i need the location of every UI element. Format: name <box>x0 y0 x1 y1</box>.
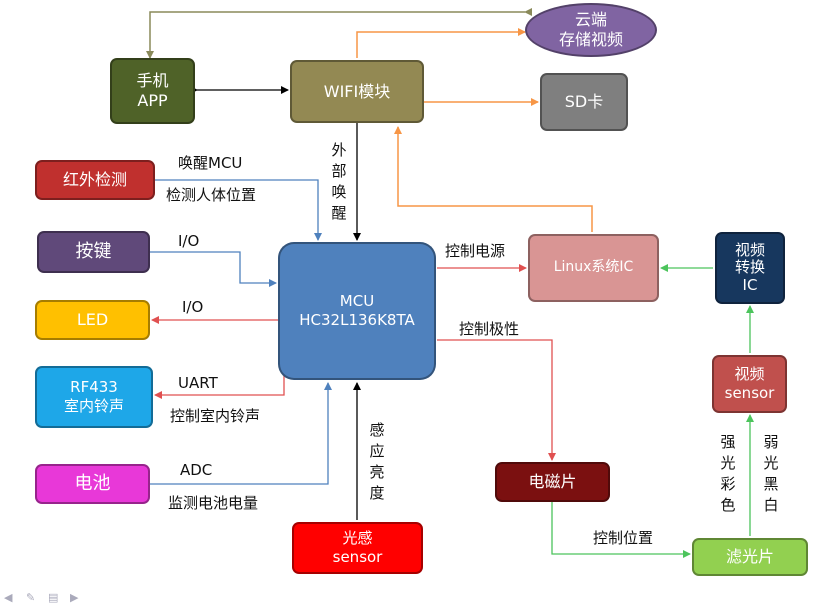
keys-node: 按键 <box>37 231 150 273</box>
strong-light-color-label: 强 光 彩 色 <box>719 432 737 516</box>
label-char: 应 <box>369 442 385 460</box>
external-wake-label: 外 部 唤 醒 <box>330 140 348 224</box>
wire-cloud-to-phone <box>146 8 532 59</box>
wire-keys-mcu <box>150 251 277 287</box>
node-line: MCU <box>339 292 375 311</box>
ctrl-polarity-label: 控制极性 <box>459 320 520 338</box>
label-char: 感 <box>369 421 385 439</box>
node-line: Linux系统IC <box>553 259 634 276</box>
filter-node: 滤光片 <box>692 538 808 576</box>
node-line: 按键 <box>75 240 112 262</box>
node-line: 电磁片 <box>528 472 577 491</box>
label-char: 强 <box>720 433 736 451</box>
wire-mcu-solenoid <box>437 339 556 461</box>
node-line: 转换 <box>734 258 765 277</box>
solenoid-node: 电磁片 <box>495 462 610 502</box>
label-char: 弱 <box>763 433 779 451</box>
label-char: 光 <box>720 454 736 472</box>
linux-ic-node: Linux系统IC <box>528 234 659 302</box>
label-char: 亮 <box>369 463 385 481</box>
sd-card-node: SD卡 <box>540 73 628 131</box>
node-line: WIFI模块 <box>323 81 391 101</box>
node-line: 视频 <box>734 365 765 384</box>
wire-battery-mcu <box>150 382 332 485</box>
wire-wifi-cloud <box>356 28 526 58</box>
ctrl-ringtone-label: 控制室内铃声 <box>170 407 261 425</box>
node-line: HC32L136K8TA <box>299 311 415 329</box>
label-char: 唤 <box>331 183 347 201</box>
node-line: RF433 <box>70 378 118 397</box>
adc-label: ADC <box>180 461 213 479</box>
io-keys-label: I/O <box>178 232 200 250</box>
label-char: 色 <box>720 496 736 514</box>
node-line: IC <box>742 275 758 294</box>
label-char: 彩 <box>720 475 736 493</box>
node-line: LED <box>76 310 109 329</box>
monitor-battery-label: 监测电池电量 <box>168 494 259 512</box>
mcu-node: MCU HC32L136K8TA <box>278 242 436 380</box>
label-char: 白 <box>763 496 779 514</box>
node-line: 存储视频 <box>558 30 623 49</box>
label-char: 光 <box>763 454 779 472</box>
slide-controls: ◀ ✎ ▤ ▶ <box>4 592 84 604</box>
wake-mcu-label: 唤醒MCU <box>178 154 243 172</box>
label-char: 黑 <box>763 475 779 493</box>
weak-light-bw-label: 弱 光 黑 白 <box>762 432 780 516</box>
ctrl-power-label: 控制电源 <box>445 242 506 260</box>
rf433-node: RF433 室内铃声 <box>35 366 153 428</box>
led-node: LED <box>35 300 150 340</box>
arrow-left-icon[interactable]: ◀ <box>4 591 13 604</box>
cloud-storage-node: 云端 存储视频 <box>525 3 657 57</box>
node-line: 云端 <box>574 10 607 29</box>
video-sensor-node: 视频 sensor <box>712 355 787 413</box>
node-line: sensor <box>332 548 383 566</box>
node-line: 光感 <box>342 529 373 548</box>
ctrl-position-label: 控制位置 <box>593 529 654 547</box>
light-sensor-node: 光感 sensor <box>292 522 423 574</box>
pen-icon[interactable]: ✎ <box>26 591 36 604</box>
battery-node: 电池 <box>35 464 150 504</box>
node-line: 室内铃声 <box>63 397 124 415</box>
infrared-detect-node: 红外检测 <box>35 160 155 200</box>
label-char: 部 <box>331 162 347 180</box>
node-line: SD卡 <box>564 92 604 111</box>
wire-mcu-rf433 <box>154 372 285 399</box>
node-line: 滤光片 <box>725 547 774 566</box>
node-line: 手机 <box>136 71 169 90</box>
detect-body-label: 检测人体位置 <box>166 186 257 204</box>
video-convert-ic-node: 视频 转换 IC <box>715 232 785 304</box>
wire-linux-wifi <box>394 126 593 232</box>
node-line: sensor <box>724 384 775 402</box>
node-line: APP <box>137 91 168 110</box>
label-char: 醒 <box>331 204 347 222</box>
slides-icon[interactable]: ▤ <box>48 591 59 604</box>
sense-brightness-label: 感 应 亮 度 <box>368 420 386 504</box>
node-line: 电池 <box>74 472 111 494</box>
io-led-label: I/O <box>182 298 204 316</box>
uart-label: UART <box>178 374 218 392</box>
label-char: 外 <box>331 141 347 159</box>
label-char: 度 <box>369 484 385 502</box>
arrow-right-icon[interactable]: ▶ <box>70 591 79 604</box>
node-line: 视频 <box>734 241 765 260</box>
node-line: 红外检测 <box>62 170 127 189</box>
wifi-module-node: WIFI模块 <box>290 60 424 123</box>
phone-app-node: 手机 APP <box>110 58 195 124</box>
